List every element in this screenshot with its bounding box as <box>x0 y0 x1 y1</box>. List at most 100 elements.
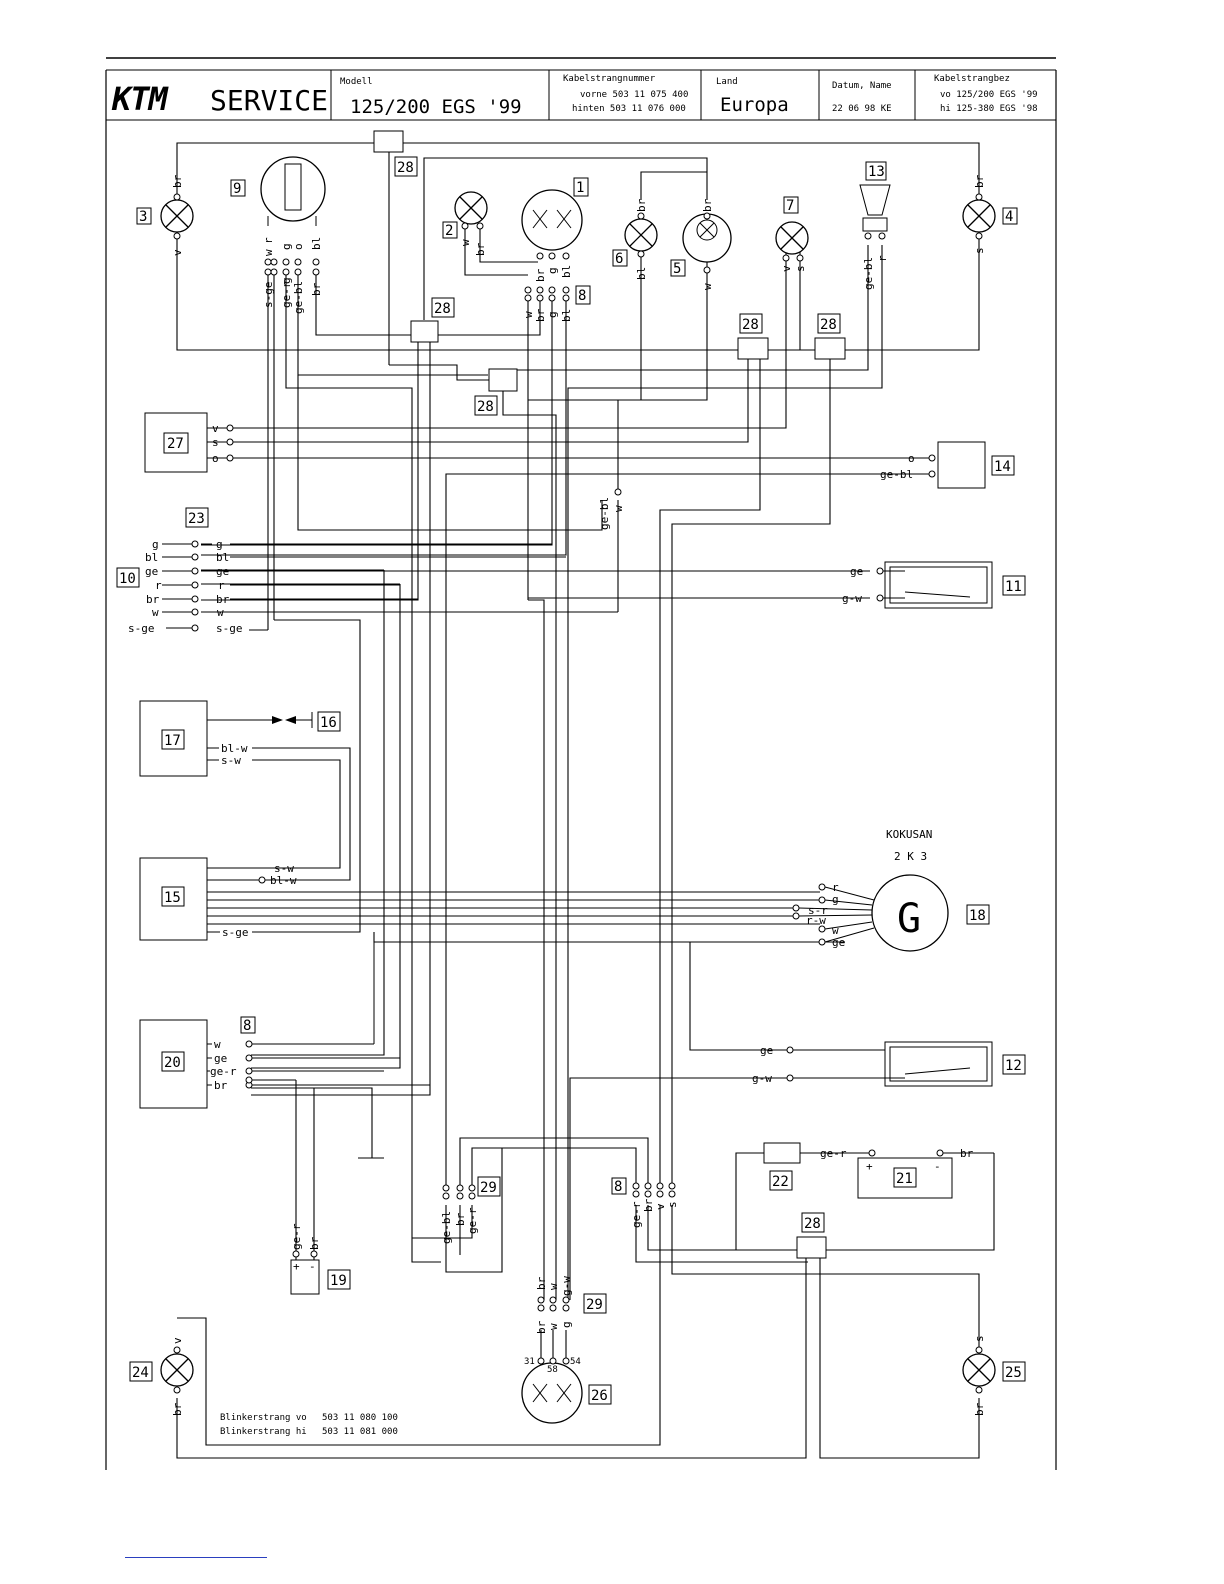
svg-text:19: 19 <box>330 1273 347 1289</box>
kabel-line2: hinten 503 11 076 000 <box>572 104 686 114</box>
bez-line1: vo 125/200 EGS '99 <box>940 90 1038 100</box>
svg-text:ge: ge <box>145 565 158 578</box>
svg-text:o: o <box>292 243 305 250</box>
svg-text:ge-r: ge-r <box>630 1201 643 1228</box>
svg-text:g-w: g-w <box>560 1276 573 1296</box>
svg-text:24: 24 <box>132 1365 149 1381</box>
svg-text:w: w <box>459 239 472 246</box>
svg-text:Blinkerstrang hi: Blinkerstrang hi <box>220 1427 307 1437</box>
svg-text:w: w <box>547 1283 560 1290</box>
rectifier-20: 20 8 w ge ge-r br <box>139 932 430 1109</box>
svg-text:G: G <box>897 896 921 942</box>
svg-text:g: g <box>280 277 293 284</box>
svg-text:o: o <box>908 452 915 465</box>
svg-text:ge-r: ge-r <box>820 1147 847 1160</box>
svg-text:br: br <box>642 1198 655 1212</box>
svg-text:br: br <box>308 1236 321 1250</box>
svg-text:10: 10 <box>119 571 136 587</box>
plug-19: + - 19 ge-r br <box>290 1223 351 1295</box>
connector-29-bottom: br w g-w 29 br w g <box>535 1276 607 1334</box>
tail-light: 5 br w <box>670 198 732 290</box>
fuse-22: 22 ge-r <box>763 1142 847 1191</box>
svg-text:26: 26 <box>591 1388 608 1404</box>
headlight: 1 br g bl <box>521 177 589 282</box>
svg-text:27: 27 <box>167 436 184 452</box>
svg-text:18: 18 <box>969 908 986 924</box>
footer-link-underline[interactable] <box>125 1557 267 1558</box>
svg-text:g: g <box>280 243 293 250</box>
svg-text:2: 2 <box>445 223 453 239</box>
svg-text:v: v <box>780 265 793 272</box>
svg-text:5: 5 <box>673 261 681 277</box>
svg-text:+: + <box>866 1160 873 1173</box>
svg-text:v: v <box>171 249 184 256</box>
svg-text:29: 29 <box>586 1297 603 1313</box>
svg-text:58: 58 <box>547 1365 558 1375</box>
svg-text:g-w: g-w <box>752 1072 772 1085</box>
service-label: SERVICE <box>210 84 328 117</box>
svg-text:s-ge: s-ge <box>216 622 243 635</box>
svg-text:s: s <box>973 1335 986 1342</box>
svg-text:bl-w: bl-w <box>221 742 248 755</box>
svg-text:bl: bl <box>216 551 229 564</box>
svg-text:23: 23 <box>188 511 205 527</box>
svg-text:8: 8 <box>243 1018 251 1034</box>
svg-text:s: s <box>973 247 986 254</box>
svg-text:br: br <box>960 1147 974 1160</box>
connector-28-mid-right: 28 28 <box>737 313 846 360</box>
svg-text:br: br <box>171 174 184 188</box>
svg-text:ge: ge <box>214 1052 227 1065</box>
svg-text:w: w <box>547 1323 560 1330</box>
svg-text:br: br <box>146 593 160 606</box>
svg-text:r-w: r-w <box>806 914 826 927</box>
svg-text:13: 13 <box>868 164 885 180</box>
connector-28-top: 28 <box>373 130 418 177</box>
generator: KOKUSAN 2 K 3 G 18 r g s-r r-w w ge <box>792 828 990 952</box>
connector-8-top: 8 w br g bl <box>522 285 591 322</box>
svg-text:25: 25 <box>1005 1365 1022 1381</box>
svg-text:br: br <box>216 593 230 606</box>
svg-text:s-ge: s-ge <box>128 622 155 635</box>
svg-text:s-ge: s-ge <box>222 926 249 939</box>
ktm-logo: KTM <box>111 80 170 118</box>
svg-text:br: br <box>635 198 648 212</box>
svg-text:17: 17 <box>164 733 181 749</box>
indicator-lamp-6: 6 br bl <box>612 198 658 280</box>
switch-12: 12 ge g-w <box>752 1041 1026 1087</box>
svg-text:br: br <box>454 1212 467 1226</box>
connector-28-bottom: 28 <box>796 1212 827 1259</box>
svg-text:br: br <box>474 242 487 256</box>
datum-label: Datum, Name <box>832 81 892 91</box>
svg-text:s: s <box>666 1201 679 1208</box>
svg-text:Blinkerstrang vo: Blinkerstrang vo <box>220 1413 307 1423</box>
svg-text:ge-bl: ge-bl <box>440 1211 453 1244</box>
svg-text:+: + <box>293 1260 300 1273</box>
connector-28-left: 28 <box>410 297 455 343</box>
wire-runs <box>176 142 995 1459</box>
svg-text:bl-w: bl-w <box>270 874 297 887</box>
battery-21: + - 21 br <box>857 1147 974 1199</box>
headlamp-26: 31 58 54 26 <box>521 1357 612 1424</box>
blinker-notes: Blinkerstrang vo 503 11 080 100 Blinkers… <box>220 1413 398 1437</box>
svg-text:503 11 081 000: 503 11 081 000 <box>322 1427 398 1437</box>
land-value: Europa <box>720 94 789 116</box>
svg-text:ge-bl: ge-bl <box>862 257 875 290</box>
svg-text:w: w <box>262 249 275 256</box>
indicator-lamp-2: 2 w br <box>442 191 488 256</box>
svg-text:v: v <box>212 422 219 435</box>
modell-label: Modell <box>340 77 373 87</box>
svg-text:br: br <box>534 268 547 282</box>
svg-text:8: 8 <box>614 1179 622 1195</box>
splice-ge-bl-w: ge-bl w <box>598 488 625 530</box>
svg-text:54: 54 <box>570 1357 581 1367</box>
svg-text:ge-r: ge-r <box>290 1223 303 1250</box>
bez-label: Kabelstrangbez <box>934 74 1010 84</box>
svg-text:28: 28 <box>742 317 759 333</box>
regulator-15: 15 s-w bl-w s-ge <box>139 857 297 941</box>
svg-text:br: br <box>973 1402 986 1416</box>
indicator-lamp-7: 7 v s <box>775 196 809 272</box>
indicator-rear-right-lamp: 25 s br <box>962 1335 1026 1416</box>
svg-text:r: r <box>218 579 225 592</box>
svg-text:7: 7 <box>786 198 794 214</box>
